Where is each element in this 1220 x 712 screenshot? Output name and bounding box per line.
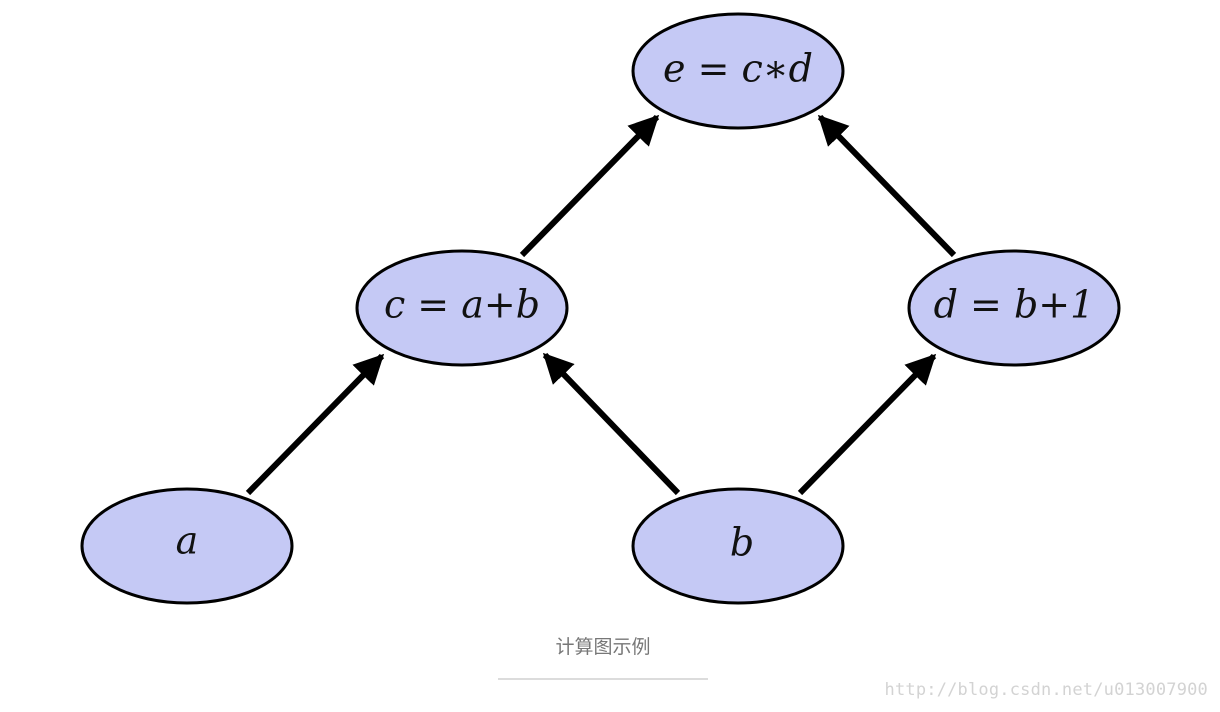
node-c: c = a+b — [355, 249, 569, 367]
node-d-ellipse — [907, 249, 1121, 367]
node-b-label: b — [730, 521, 754, 565]
node-e: e = c∗d — [631, 12, 845, 130]
edge-b-to-c — [542, 352, 681, 496]
node-d: d = b+1 — [907, 249, 1121, 367]
edge-c-to-e — [519, 114, 660, 258]
edge-d-to-e — [817, 114, 957, 258]
edge-b-to-d — [797, 353, 937, 496]
node-d-label: d = b+1 — [934, 283, 1095, 327]
node-e-label: e = c∗d — [663, 47, 813, 91]
node-b-ellipse — [631, 487, 845, 605]
node-c-label: c = a+b — [384, 283, 540, 327]
node-a-label: a — [176, 519, 199, 563]
node-b: b — [631, 487, 845, 605]
edge-a-to-c — [245, 353, 385, 496]
figure-caption: 计算图示例 — [555, 636, 651, 658]
node-e-ellipse — [631, 12, 845, 130]
caption-underline — [498, 678, 708, 680]
watermark-url: http://blog.csdn.net/u013007900 — [884, 680, 1208, 700]
node-a: a — [80, 487, 294, 605]
node-a-ellipse — [80, 487, 294, 605]
node-c-ellipse — [355, 249, 569, 367]
